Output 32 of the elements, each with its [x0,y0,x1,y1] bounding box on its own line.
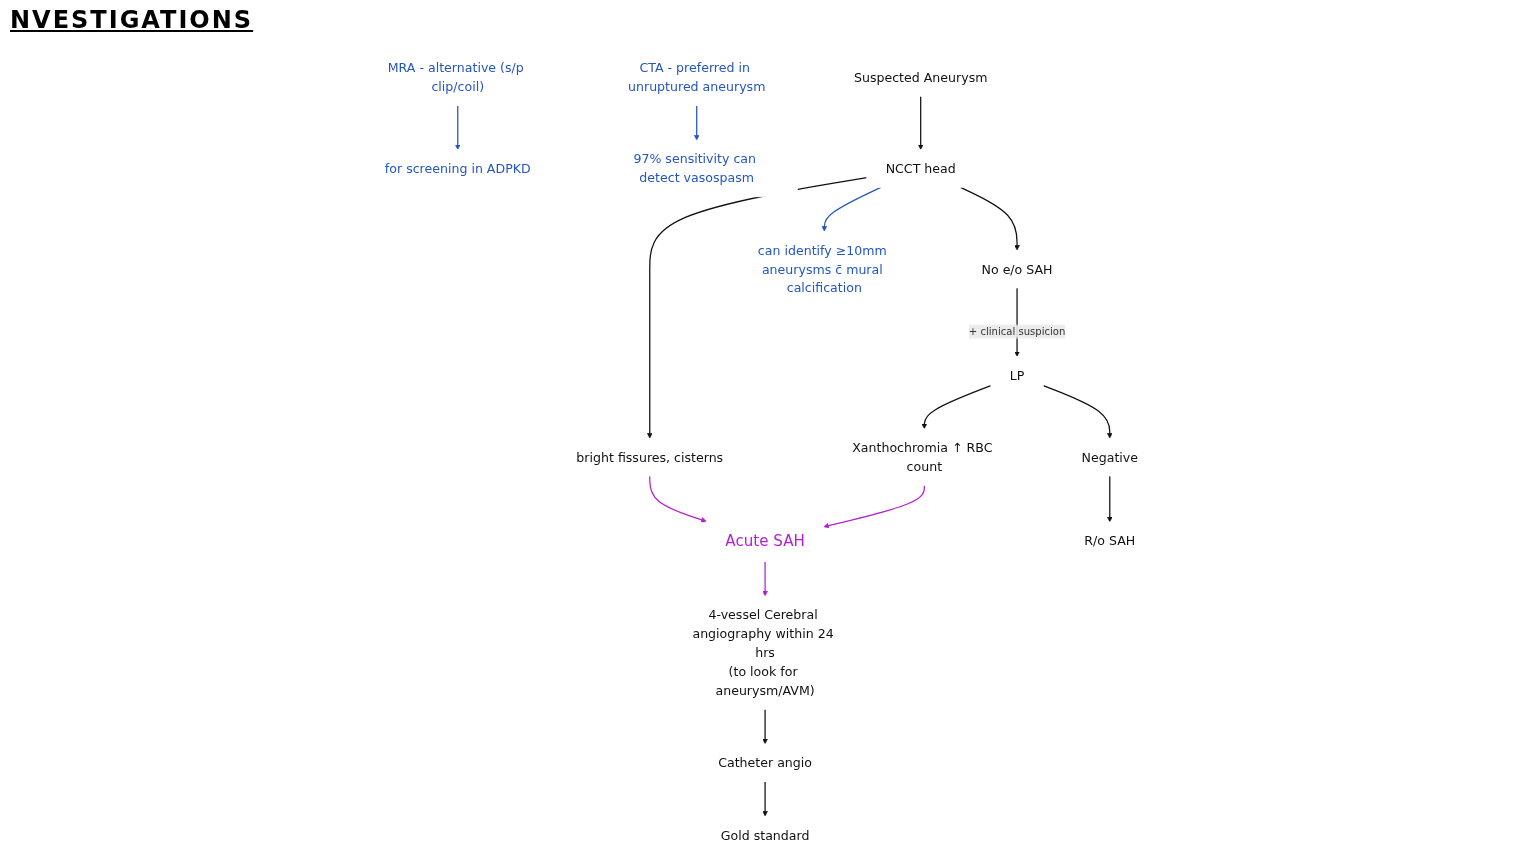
arrow [921,385,992,430]
node-text: MRA - alternative (s/p clip/coil) [387,60,524,95]
node-text: Xanthochromia ↑ RBC count [852,440,993,475]
arrow [1107,475,1113,523]
node-text: Suspected Aneurysm [853,69,988,85]
node-text: Acute SAH [725,531,805,550]
node-text: Gold standard [720,827,810,843]
arrow [762,560,768,597]
node-text: Catheter angio [718,755,812,771]
node-text: LP [1009,367,1025,383]
arrow [647,176,868,439]
edge-label: + clinical suspicion [968,325,1066,338]
node-text: 4-vessel Cerebral angiography within 24 hrs (to look for aneurysm/AVM) [692,607,834,699]
arrow [693,105,700,141]
node-text: can identify ≥10mm aneurysms c̄ mural calcification [757,242,887,296]
arrow [917,95,924,150]
node-text: CTA - preferred in unruptured aneurysm [628,60,766,95]
arrow [649,475,707,523]
node-text: No e/o SAH [981,261,1053,277]
node-text: for screening in ADPKD [384,160,531,177]
node-text: bright fissures, cisterns [576,449,724,465]
arrow [959,186,1020,251]
arrow [455,105,461,150]
arrow [1042,385,1113,439]
node-text: R/o SAH [1084,533,1136,549]
node-text: Negative [1081,449,1138,465]
arrow [821,186,882,232]
title: NVESTIGATIONS [10,6,254,34]
arrow [823,484,925,529]
arrow [762,781,768,817]
node-text: NCCT head [885,160,956,177]
arrow [762,708,768,745]
